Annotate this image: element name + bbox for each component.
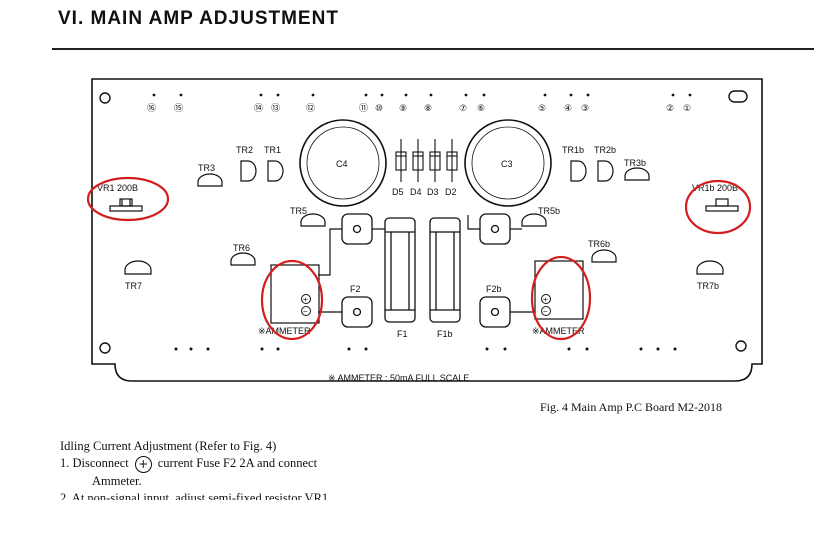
f1-label: F1	[397, 329, 408, 339]
f2-label: F2	[350, 284, 361, 294]
transistor-tr3b	[624, 167, 650, 181]
f1b-label: F1b	[437, 329, 453, 339]
terminal-8: ⑧	[424, 103, 432, 113]
transistor-tr2b	[597, 160, 614, 182]
terminal-15: ⑮	[174, 103, 183, 113]
terminal-2: ②	[666, 103, 674, 113]
f2b-label: F2b	[486, 284, 502, 294]
tr7b-label: TR7b	[697, 281, 719, 291]
plus-circle-icon: +	[134, 456, 152, 473]
vr1b-label: VR1b 200B	[692, 183, 738, 193]
ammeter-box-right	[534, 260, 584, 320]
tr6b-label: TR6b	[588, 239, 610, 249]
tr1b-label: TR1b	[562, 145, 584, 155]
tr6-label: TR6	[233, 243, 250, 253]
fuse-clip-top-right	[479, 213, 511, 245]
d4-label: D4	[410, 187, 422, 197]
ammeter-scale-note: ※ AMMETER : 50mA FULL SCALE	[328, 373, 469, 383]
terminal-10: ⑩	[375, 103, 383, 113]
highlight-ammeter-left	[260, 259, 324, 341]
c4-label: C4	[336, 159, 348, 169]
capacitor-c4	[299, 119, 387, 207]
transistor-tr7b	[696, 260, 724, 275]
board-outline	[91, 78, 763, 382]
highlight-vr1	[86, 176, 170, 222]
step-1-part-b: current Fuse F2 2A and connect	[157, 456, 318, 470]
instructions-heading: Idling Current Adjustment (Refer to Fig.…	[60, 439, 277, 453]
tr3-label: TR3	[198, 163, 215, 173]
ammeter-right-plus: +	[543, 295, 548, 304]
red-annotations	[86, 176, 752, 341]
terminal-16: ⑯	[147, 103, 156, 113]
terminal-7: ⑦	[459, 103, 467, 113]
step-1-part-a: 1. Disconnect	[60, 456, 129, 470]
terminal-14: ⑭	[254, 103, 263, 113]
transistor-tr6	[230, 252, 256, 266]
d5-label: D5	[392, 187, 404, 197]
step-2-partial: 2. At non-signal input, adjust semi-fixe…	[60, 491, 329, 500]
d2-label: D2	[445, 187, 457, 197]
terminal-12: ⑫	[306, 103, 315, 113]
tr2-label: TR2	[236, 145, 253, 155]
transistor-tr5	[300, 213, 326, 227]
tr2b-label: TR2b	[594, 145, 616, 155]
terminal-1: ①	[683, 103, 691, 113]
diode-group	[395, 139, 458, 182]
ammeter-left-plus: +	[303, 295, 308, 304]
d3-label: D3	[427, 187, 439, 197]
highlight-vr1b	[684, 179, 752, 235]
transistor-tr1b	[570, 160, 587, 182]
figure-caption: Fig. 4 Main Amp P.C Board M2-2018	[540, 400, 723, 414]
terminal-5: ⑤	[538, 103, 546, 113]
tr5-label: TR5	[290, 206, 307, 216]
tr5b-label: TR5b	[538, 206, 560, 216]
mount-hole-bottom-right	[735, 340, 747, 352]
transistor-tr1	[267, 160, 284, 182]
tr7-label: TR7	[125, 281, 142, 291]
transistor-tr3	[197, 173, 223, 187]
terminal-4: ④	[564, 103, 572, 113]
terminal-row: ⑯ ⑮ ⑭ ⑬ ⑫ ⑪ ⑩ ⑨ ⑧ ⑦ ⑥ ⑤ ④ ③ ② ①	[147, 93, 692, 113]
ammeter-right-label: ※AMMETER	[532, 326, 585, 336]
instructions: Idling Current Adjustment (Refer to Fig.…	[60, 438, 420, 500]
transistor-tr5b	[521, 213, 547, 227]
ammeter-right-minus: −	[543, 307, 548, 316]
terminal-6: ⑥	[477, 103, 485, 113]
ammeter-left-label: ※AMMETER	[258, 326, 311, 336]
terminal-11: ⑪	[359, 103, 368, 113]
transistor-tr6b	[591, 249, 617, 263]
terminal-9: ⑨	[399, 103, 407, 113]
tr3b-label: TR3b	[624, 158, 646, 168]
solder-pads	[174, 347, 677, 351]
step-1: 1. Disconnect + current Fuse F2 2A and con…	[60, 455, 420, 473]
fuse-clip-top-left	[341, 213, 373, 245]
transistor-tr2	[240, 160, 257, 182]
pc-board-diagram: ⑯ ⑮ ⑭ ⑬ ⑫ ⑪ ⑩ ⑨ ⑧ ⑦ ⑥ ⑤ ④ ③ ② ① C4 C3 D5…	[86, 78, 763, 383]
ammeter-left-minus: −	[303, 307, 308, 316]
mount-hole-bottom-left	[99, 342, 111, 354]
transistor-tr7	[124, 260, 152, 275]
mount-slot-top-right	[728, 90, 748, 103]
mount-hole-top-left	[99, 92, 111, 104]
ammeter-box-left	[270, 264, 320, 324]
step-1-continued: Ammeter.	[92, 474, 142, 488]
title-rule	[52, 48, 814, 50]
terminal-13: ⑬	[271, 103, 280, 113]
vr1-label: VR1 200B	[97, 183, 138, 193]
vr1b-trimmer	[705, 198, 739, 212]
vr1-trimmer	[109, 198, 143, 212]
fuse-clip-f2	[341, 296, 373, 328]
highlight-ammeter-right	[530, 255, 592, 341]
fuse-clip-f2b	[479, 296, 511, 328]
fuse-f1b	[429, 217, 461, 323]
section-title: VI. MAIN AMP ADJUSTMENT	[58, 8, 339, 29]
c3-label: C3	[501, 159, 513, 169]
tr1-label: TR1	[264, 145, 281, 155]
terminal-3: ③	[581, 103, 589, 113]
fuse-f1	[384, 217, 416, 323]
capacitor-c3	[464, 119, 552, 207]
